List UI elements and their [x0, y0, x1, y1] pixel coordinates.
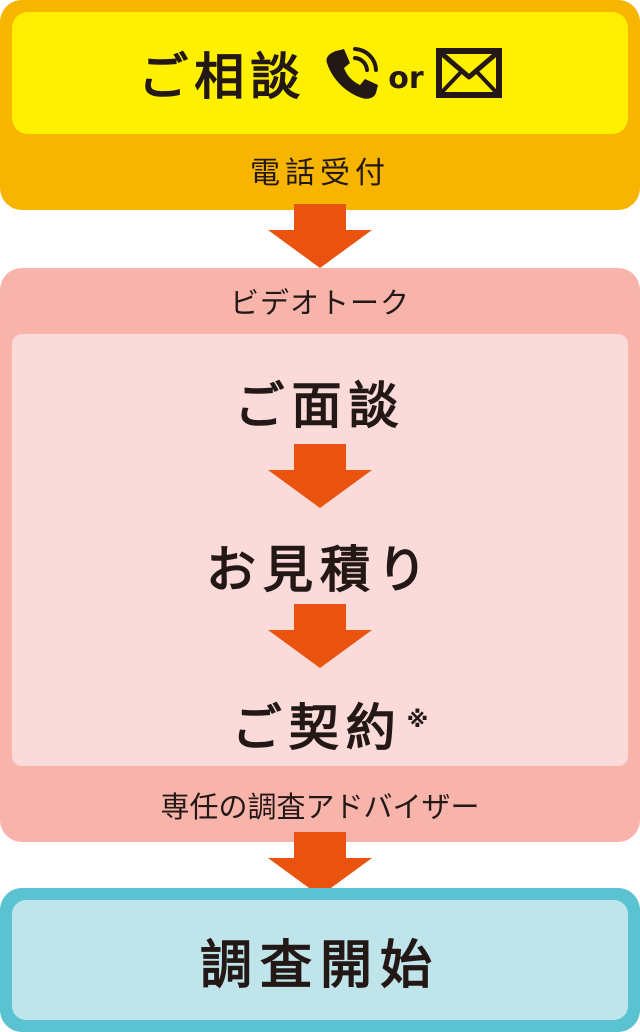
contract-note-mark: ※: [406, 708, 429, 734]
video-talk-inner-panel: [12, 334, 628, 766]
consultation-step-header: ご相談 or: [12, 12, 628, 134]
flow-arrow-1: [268, 204, 372, 268]
estimate-step: お見積り: [206, 541, 434, 599]
phone-icon: [322, 43, 382, 103]
flow-arrow-2: [268, 444, 372, 508]
contract-step: ご契約※: [0, 688, 640, 760]
phone-reception-caption: 電話受付: [250, 156, 390, 191]
investigation-start-title: 調査開始: [199, 935, 440, 996]
interview-step: ご面談: [234, 377, 406, 435]
contract-label: ご契約: [231, 699, 403, 757]
consultation-title: ご相談: [138, 48, 307, 106]
or-separator: or: [388, 60, 424, 96]
dedicated-advisor-label: 専任の調査アドバイザー: [160, 790, 480, 824]
investigation-start-panel: 調査開始: [12, 900, 628, 1020]
flow-arrow-3: [268, 604, 372, 668]
mail-icon: [435, 48, 502, 98]
flow-arrow-4: [268, 832, 372, 896]
video-talk-label: ビデオトーク: [229, 286, 410, 320]
